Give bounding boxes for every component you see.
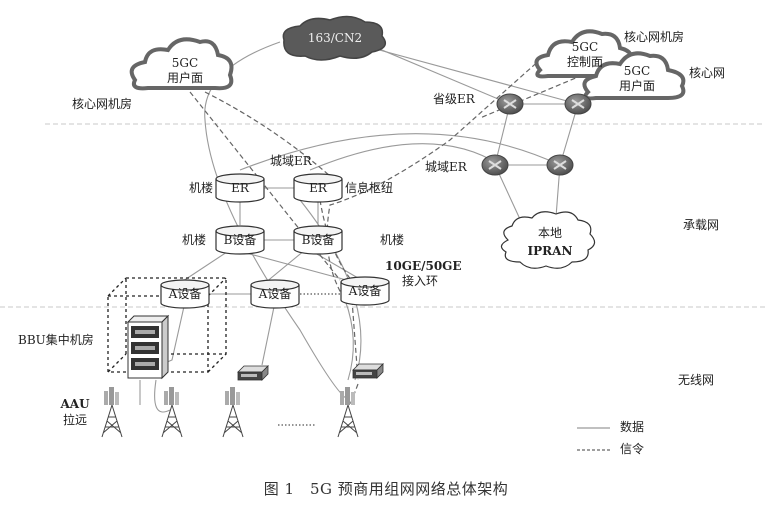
cloud-local-ipran xyxy=(500,211,596,269)
tower-3 xyxy=(222,386,244,438)
label-aau: AAU xyxy=(60,397,90,411)
bbu-room-box xyxy=(107,277,227,373)
label-metro-er-right: 城域ER xyxy=(425,160,467,174)
label-info-hub: 信息枢纽 xyxy=(345,181,394,195)
cloud-cn2-label: 163/CN2 xyxy=(307,31,363,45)
bbu-rack xyxy=(126,314,170,380)
label-metro-er-top: 城域ER xyxy=(270,154,312,168)
router-metro-er-1 xyxy=(481,154,509,176)
zone-wireless: 无线网 xyxy=(678,373,715,387)
node-er-right-label: ER xyxy=(309,181,327,195)
router-metro-er-2 xyxy=(546,154,574,176)
zone-core-room-right: 核心网机房 xyxy=(624,30,685,44)
tower-1 xyxy=(101,386,123,438)
cloud-5gc-upf-left xyxy=(129,37,234,91)
node-a3-label: A设备 xyxy=(348,284,382,298)
cloud-upf-left-line2: 用户面 xyxy=(166,71,203,85)
label-building-er: 机楼 xyxy=(189,181,214,195)
cloud-ipran-line1: 本地 xyxy=(537,226,562,240)
cloud-cp-right-line1: 5GC xyxy=(571,40,599,54)
label-building-b-right: 机楼 xyxy=(380,233,405,247)
label-bbu-room: BBU集中机房 xyxy=(18,333,94,347)
router-provincial-er-1 xyxy=(496,93,524,115)
label-provincial-er: 省级ER xyxy=(433,92,475,106)
node-a1-label: A设备 xyxy=(168,287,202,301)
legend-data-label: 数据 xyxy=(620,420,645,434)
node-a2-label: A设备 xyxy=(258,287,292,301)
label-building-b-left: 机楼 xyxy=(182,233,207,247)
tower-4 xyxy=(337,386,359,438)
zone-core-network: 核心网 xyxy=(689,66,726,80)
cloud-5gc-upf-right xyxy=(582,51,686,101)
figure-caption: 图 1 5G 预商用组网网络总体架构 xyxy=(263,480,509,498)
zone-core-room-left: 核心网机房 xyxy=(72,97,133,111)
node-b-left-label: B设备 xyxy=(223,233,257,247)
label-access-ring: 接入环 xyxy=(401,274,438,288)
rru-1 xyxy=(237,365,269,381)
cloud-163-cn2 xyxy=(282,15,387,61)
cloud-upf-right-line2: 用户面 xyxy=(618,79,655,93)
router-provincial-er-2 xyxy=(564,93,592,115)
node-er-left-label: ER xyxy=(231,181,249,195)
cloud-ipran-line2: IPRAN xyxy=(527,244,573,258)
cloud-upf-right-line1: 5GC xyxy=(623,64,651,78)
cloud-upf-left-line1: 5GC xyxy=(171,56,199,70)
legend-signaling-label: 信令 xyxy=(620,442,645,456)
label-access-ring-speed: 10GE/50GE xyxy=(385,259,462,273)
label-aau-remote: 拉远 xyxy=(62,413,87,427)
zone-bearer: 承载网 xyxy=(683,218,720,232)
rru-2 xyxy=(352,363,384,379)
node-b-right-label: B设备 xyxy=(301,233,335,247)
cloud-cp-right-line2: 控制面 xyxy=(566,55,603,69)
